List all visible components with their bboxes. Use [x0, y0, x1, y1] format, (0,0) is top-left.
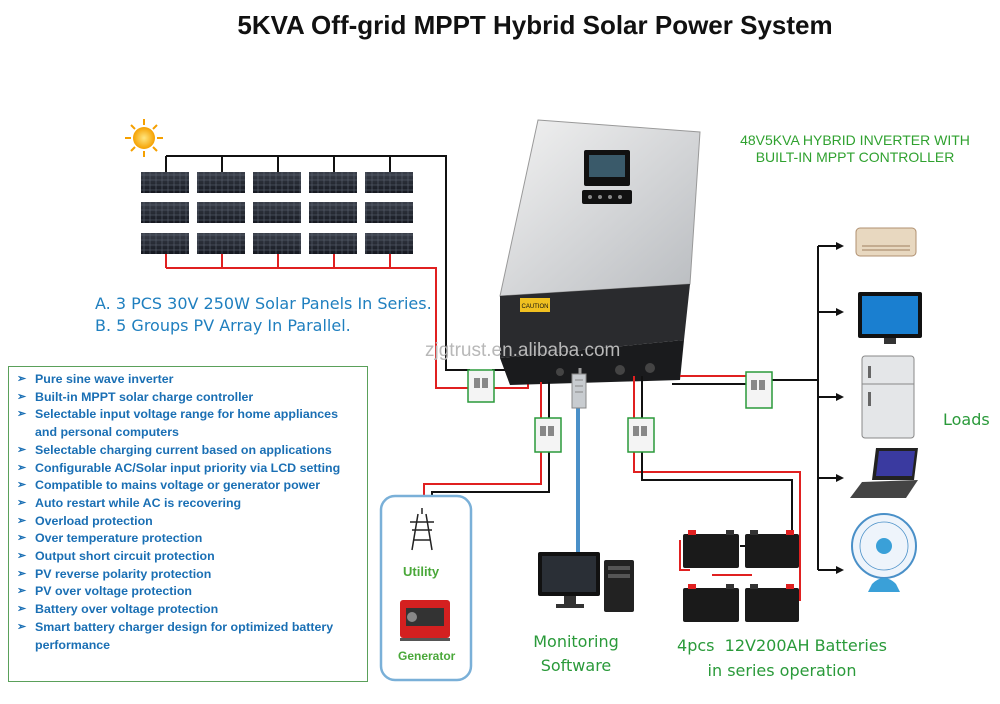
arrow-bullet-icon: ➢	[17, 390, 27, 403]
solar-panel-icon	[141, 172, 189, 193]
generator-icon	[400, 600, 450, 641]
tv-icon	[858, 292, 922, 344]
solar-panel-icon	[309, 172, 357, 193]
battery-icon	[683, 584, 739, 622]
loads-label: Loads	[943, 410, 990, 429]
solar-panel-icon	[253, 233, 301, 254]
battery-icon	[745, 584, 799, 622]
breaker-icon	[745, 371, 773, 409]
feature-item: ➢Pure sine wave inverter	[15, 371, 361, 389]
solar-panel-icon	[253, 172, 301, 193]
usb-connector-icon	[571, 373, 587, 409]
solar-panel-icon	[309, 233, 357, 254]
battery-icon	[683, 530, 739, 568]
computer-icon	[538, 552, 634, 612]
arrow-bullet-icon: ➢	[17, 550, 27, 563]
breaker-icon	[627, 417, 655, 453]
monitoring-label: Monitoring Software	[520, 630, 632, 678]
inverter-label-line2: BUILT-IN MPPT CONTROLLER	[755, 149, 955, 165]
feature-item: ➢PV reverse polarity protection	[15, 566, 361, 584]
monitoring-label-line1: Monitoring	[533, 632, 619, 651]
solar-panel-icon	[309, 202, 357, 223]
hybrid-inverter: CAUTION	[499, 119, 701, 385]
feature-item: ➢Auto restart while AC is recovering	[15, 495, 361, 513]
breaker-icon	[534, 417, 562, 453]
arrow-bullet-icon: ➢	[17, 532, 27, 545]
feature-item: ➢Battery over voltage protection	[15, 601, 361, 619]
feature-item: ➢Output short circuit protection	[15, 548, 361, 566]
solar-panel-icon	[253, 202, 301, 223]
solar-panel-icon	[197, 233, 245, 254]
feature-item: ➢Selectable input voltage range for home…	[17, 407, 338, 440]
watermark: zjgtrust.en.alibaba.com	[425, 340, 621, 361]
feature-item: ➢Built-in MPPT solar charge controller	[15, 389, 361, 407]
feature-item: ➢PV over voltage protection	[15, 583, 361, 601]
feature-item: ➢Over temperature protection	[15, 530, 361, 548]
monitoring-label-line2: Software	[540, 656, 612, 675]
pv-wiring	[165, 155, 529, 389]
arrow-bullet-icon: ➢	[17, 514, 27, 527]
battery-label-line2: in series operation	[707, 661, 857, 680]
arrow-bullet-icon: ➢	[17, 461, 27, 474]
solar-panel-array	[141, 172, 413, 254]
generator-label: Generator	[398, 649, 456, 663]
refrigerator-icon	[861, 355, 915, 439]
inverter-label: 48V5KVA HYBRID INVERTER WITH BUILT-IN MP…	[700, 132, 1000, 166]
solar-panel-icon	[141, 202, 189, 223]
load-wiring	[672, 245, 836, 571]
control-buttons	[582, 190, 632, 204]
page-title: 5KVA Off-grid MPPT Hybrid Solar Power Sy…	[237, 10, 833, 40]
arrow-bullet-icon: ➢	[17, 373, 27, 385]
air-conditioner-icon	[855, 227, 917, 257]
inverter-label-line1: 48V5KVA HYBRID INVERTER WITH	[740, 132, 970, 148]
arrow-bullet-icon: ➢	[17, 585, 27, 598]
arrow-bullet-icon: ➢	[17, 620, 27, 633]
ac-input-wiring	[423, 382, 550, 496]
load-arrows	[836, 242, 844, 574]
fan-icon	[851, 513, 917, 592]
arrow-bullet-icon: ➢	[17, 567, 27, 580]
laptop-icon	[850, 448, 918, 498]
feature-item: ➢Overload protection	[15, 513, 361, 531]
battery-label-line1: 4pcs 12V200AH Batteries	[677, 636, 887, 655]
sun-icon	[125, 119, 163, 157]
arrow-bullet-icon: ➢	[17, 443, 27, 456]
caution-text: CAUTION	[522, 304, 549, 310]
solar-panel-icon	[197, 202, 245, 223]
utility-label: Utility	[403, 564, 440, 579]
features-box: ➢Pure sine wave inverter ➢Built-in MPPT …	[8, 366, 368, 682]
transmission-tower-icon	[410, 508, 434, 551]
solar-panel-icon	[197, 172, 245, 193]
battery-label: 4pcs 12V200AH Batteries in series operat…	[664, 633, 900, 683]
breaker-icon	[467, 369, 495, 403]
caution-label	[520, 298, 550, 312]
arrow-bullet-icon: ➢	[17, 479, 27, 492]
solar-panel-icon	[141, 233, 189, 254]
solar-panel-icon	[365, 202, 413, 223]
pv-note-series: A. 3 PCS 30V 250W Solar Panels In Series…	[95, 294, 432, 313]
solar-panel-icon	[365, 172, 413, 193]
feature-item: ➢Selectable charging current based on ap…	[15, 442, 361, 460]
feature-item: ➢Compatible to mains voltage or generato…	[15, 477, 361, 495]
arrow-bullet-icon: ➢	[17, 408, 27, 421]
arrow-bullet-icon: ➢	[17, 603, 27, 616]
battery-icon	[745, 530, 799, 568]
pv-note-parallel: B. 5 Groups PV Array In Parallel.	[95, 316, 351, 335]
arrow-bullet-icon: ➢	[17, 496, 27, 509]
feature-item: ➢Smart battery charger design for optimi…	[17, 619, 334, 652]
feature-item: ➢Configurable AC/Solar input priority vi…	[15, 460, 361, 478]
solar-panel-icon	[365, 233, 413, 254]
